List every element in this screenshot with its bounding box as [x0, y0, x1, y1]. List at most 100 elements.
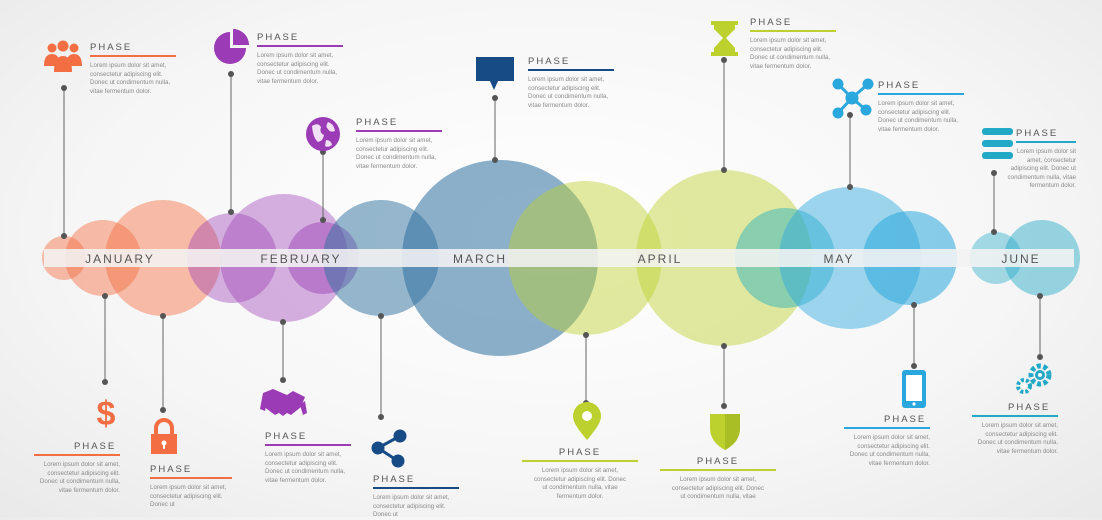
- phase-title: PHASE: [1008, 402, 1051, 413]
- month-january: JANUARY: [85, 252, 155, 266]
- dot: [721, 57, 727, 63]
- gears-icon: [1016, 363, 1052, 394]
- phase-title: PHASE: [90, 42, 133, 53]
- dot: [721, 167, 727, 173]
- phase-block-8: PHASE Lorem ipsum dolor sit amet, consec…: [32, 441, 120, 495]
- svg-text:$: $: [97, 395, 116, 433]
- phase-divider: [257, 45, 343, 47]
- dot: [721, 343, 727, 349]
- phase-divider: [34, 454, 120, 456]
- month-february: FEBRUARY: [260, 252, 341, 266]
- phase-block-10: PHASE Lorem ipsum dolor sit amet, consec…: [265, 431, 377, 485]
- phase-block-15: PHASE Lorem ipsum dolor sit amet, consec…: [970, 402, 1058, 456]
- dot: [847, 184, 853, 190]
- phase-divider: [90, 55, 176, 57]
- dot: [228, 71, 234, 77]
- phase-description: Lorem ipsum dolor sit amet, consectetur …: [373, 494, 450, 519]
- phase-block-7: PHASE Lorem ipsum dolor sit amet, consec…: [988, 128, 1076, 191]
- dot: [492, 157, 498, 163]
- timeline-band: [44, 249, 1074, 267]
- month-may: MAY: [823, 252, 854, 266]
- phase-divider: [528, 69, 614, 71]
- dot: [378, 414, 384, 420]
- dot: [320, 217, 326, 223]
- dot: [61, 233, 67, 239]
- map-pin-icon: [573, 402, 601, 440]
- phase-title: PHASE: [150, 464, 193, 475]
- phase-divider: [972, 415, 1058, 417]
- phase-title: PHASE: [257, 32, 300, 43]
- phase-title: PHASE: [265, 431, 308, 442]
- dot: [160, 407, 166, 413]
- dot: [280, 377, 286, 383]
- handshake-icon: [260, 389, 307, 416]
- dot: [492, 95, 498, 101]
- hourglass-icon: [711, 21, 738, 56]
- dot: [1037, 293, 1043, 299]
- phase-block-14: PHASE Lorem ipsum dolor sit amet, consec…: [842, 414, 930, 468]
- phase-description: Lorem ipsum dolor sit amet, consectetur …: [528, 76, 609, 109]
- phase-description: Lorem ipsum dolor sit amet, consectetur …: [878, 100, 959, 133]
- globe-icon: [306, 117, 340, 151]
- connector-dots: [61, 57, 1043, 420]
- phase-block-2: PHASE Lorem ipsum dolor sit amet, consec…: [257, 32, 369, 86]
- list-icon: [982, 128, 1013, 159]
- dot: [378, 313, 384, 319]
- dot: [911, 302, 917, 308]
- dot: [911, 363, 917, 369]
- month-april: APRIL: [638, 252, 683, 266]
- month-june: JUNE: [1001, 252, 1040, 266]
- pie-chart-icon: [214, 29, 249, 64]
- phase-title: PHASE: [1016, 128, 1059, 139]
- phase-description: Lorem ipsum dolor sit amet, consectetur …: [257, 52, 338, 85]
- phase-title: PHASE: [878, 80, 921, 91]
- phase-divider: [265, 444, 351, 446]
- dot: [102, 293, 108, 299]
- phase-title: PHASE: [696, 456, 740, 467]
- lock-icon: [151, 418, 177, 454]
- dot: [228, 209, 234, 215]
- phase-description: Lorem ipsum dolor sit amet, consectetur …: [533, 467, 627, 500]
- dot: [991, 170, 997, 176]
- dot: [721, 403, 727, 409]
- phase-block-4: PHASE Lorem ipsum dolor sit amet, consec…: [528, 56, 640, 110]
- mobile-phone-icon: [902, 370, 926, 408]
- phase-title: PHASE: [373, 474, 416, 485]
- dot: [102, 379, 108, 385]
- phase-divider: [844, 427, 930, 429]
- phase-title: PHASE: [750, 17, 793, 28]
- network-icon: [832, 78, 874, 119]
- phase-title: PHASE: [884, 414, 927, 425]
- dot: [583, 332, 589, 338]
- phase-description: Lorem ipsum dolor sit amet, consectetur …: [1007, 148, 1076, 190]
- phase-title: PHASE: [356, 117, 399, 128]
- dot: [1037, 354, 1043, 360]
- phase-description: Lorem ipsum dolor sit amet, consectetur …: [750, 37, 831, 70]
- share-icon: [371, 429, 407, 468]
- phase-block-11: PHASE Lorem ipsum dolor sit amet, consec…: [373, 474, 485, 520]
- phase-description: Lorem ipsum dolor sit amet, consectetur …: [671, 476, 765, 501]
- phase-description: Lorem ipsum dolor sit amet, consectetur …: [150, 484, 227, 509]
- speech-bubble-icon: [476, 57, 514, 90]
- connectors: [63, 60, 1041, 417]
- phase-block-13: PHASE Lorem ipsum dolor sit amet, consec…: [656, 456, 780, 502]
- dollar-icon: $: [97, 395, 116, 433]
- phase-divider: [750, 30, 836, 32]
- dot: [991, 229, 997, 235]
- dot: [847, 112, 853, 118]
- dot: [280, 319, 286, 325]
- phase-description: Lorem ipsum dolor sit amet, consectetur …: [90, 62, 171, 95]
- phase-title: PHASE: [74, 441, 117, 452]
- phase-block-3: PHASE Lorem ipsum dolor sit amet, consec…: [356, 117, 468, 171]
- shield-icon: [710, 414, 740, 450]
- phase-description: Lorem ipsum dolor sit amet, consectetur …: [849, 434, 930, 467]
- people-icon: [44, 40, 82, 72]
- phase-description: Lorem ipsum dolor sit amet, consectetur …: [39, 461, 120, 494]
- phase-divider: [373, 487, 459, 489]
- phase-divider: [660, 469, 776, 471]
- phase-description: Lorem ipsum dolor sit amet, consectetur …: [356, 137, 437, 170]
- phase-block-12: PHASE Lorem ipsum dolor sit amet, consec…: [518, 447, 642, 501]
- phase-title: PHASE: [558, 447, 602, 458]
